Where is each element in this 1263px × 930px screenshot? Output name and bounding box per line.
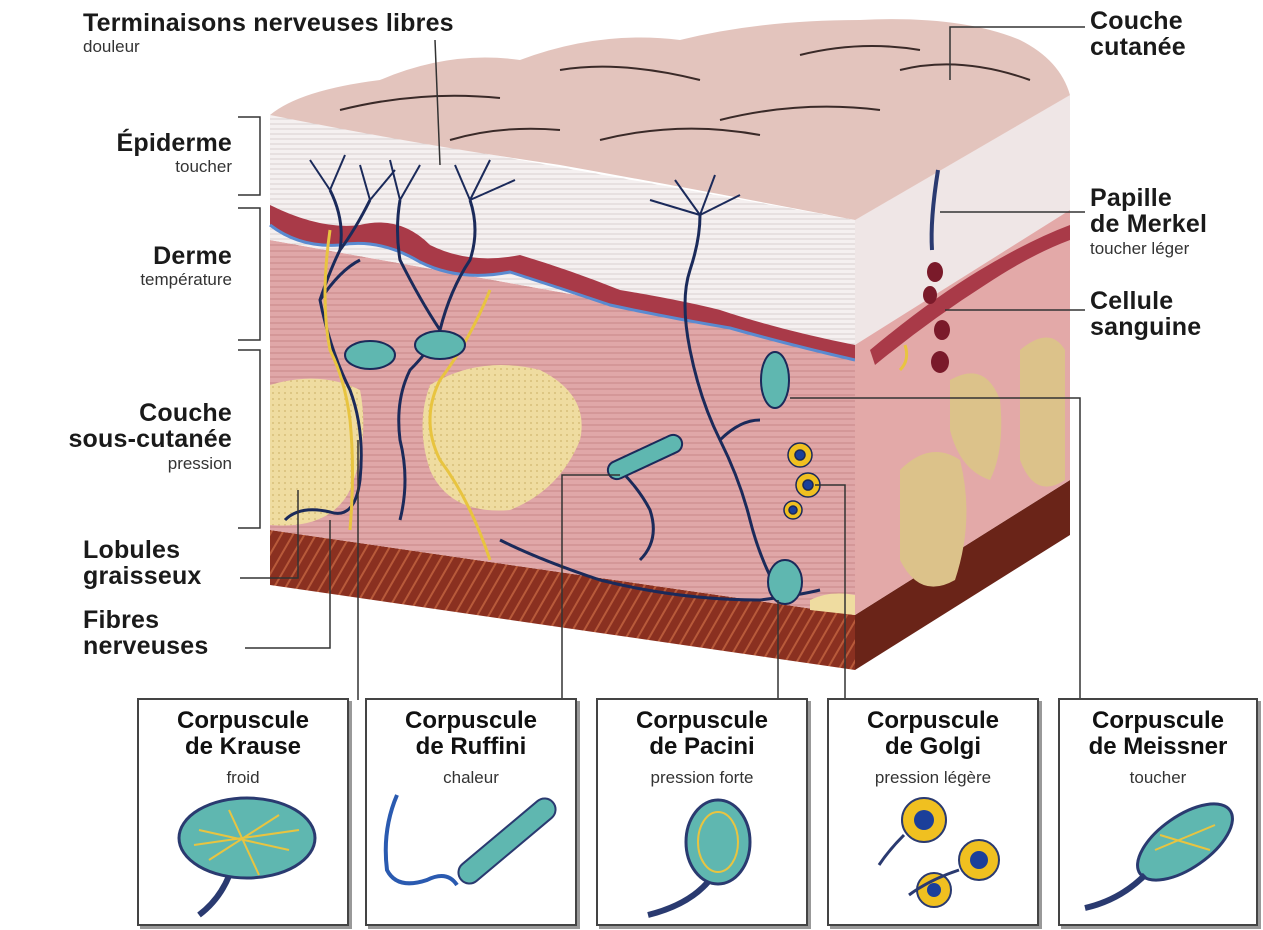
card-golgi: Corpusculede Golgi pression légère xyxy=(827,698,1039,926)
label-epiderme: Épiderme toucher xyxy=(60,130,232,176)
label-couche-cutanee: Couche cutanée xyxy=(1090,8,1186,61)
card-pacini: Corpusculede Pacini pression forte xyxy=(596,698,808,926)
label-fibres: Fibres nerveuses xyxy=(83,607,209,660)
krause-sensor xyxy=(345,341,395,369)
golgi-illustration xyxy=(829,790,1037,924)
krause-illustration xyxy=(139,790,347,924)
label-cellule: Cellule sanguine xyxy=(1090,288,1201,341)
card-krause: Corpusculede Krause froid xyxy=(137,698,349,926)
fat-lobule xyxy=(900,452,966,587)
card-meissner: Corpusculede Meissner toucher xyxy=(1058,698,1258,926)
label-sous-cutanee: Couche sous-cutanée pression xyxy=(40,400,232,472)
label-lobules: Lobules graisseux xyxy=(83,537,202,590)
ruffini-illustration xyxy=(367,790,575,924)
card-ruffini: Corpusculede Ruffini chaleur xyxy=(365,698,577,926)
pacini-illustration xyxy=(598,790,806,924)
krause-sensor xyxy=(415,331,465,359)
fat-lobule xyxy=(1020,338,1065,487)
label-derme: Derme température xyxy=(60,243,232,289)
meissner-sensor xyxy=(761,352,789,408)
label-terminaisons: Terminaisons nerveuses libres douleur xyxy=(83,10,454,56)
meissner-illustration xyxy=(1060,790,1256,924)
label-merkel: Papille de Merkel toucher léger xyxy=(1090,185,1207,257)
pacini-sensor xyxy=(768,560,802,604)
